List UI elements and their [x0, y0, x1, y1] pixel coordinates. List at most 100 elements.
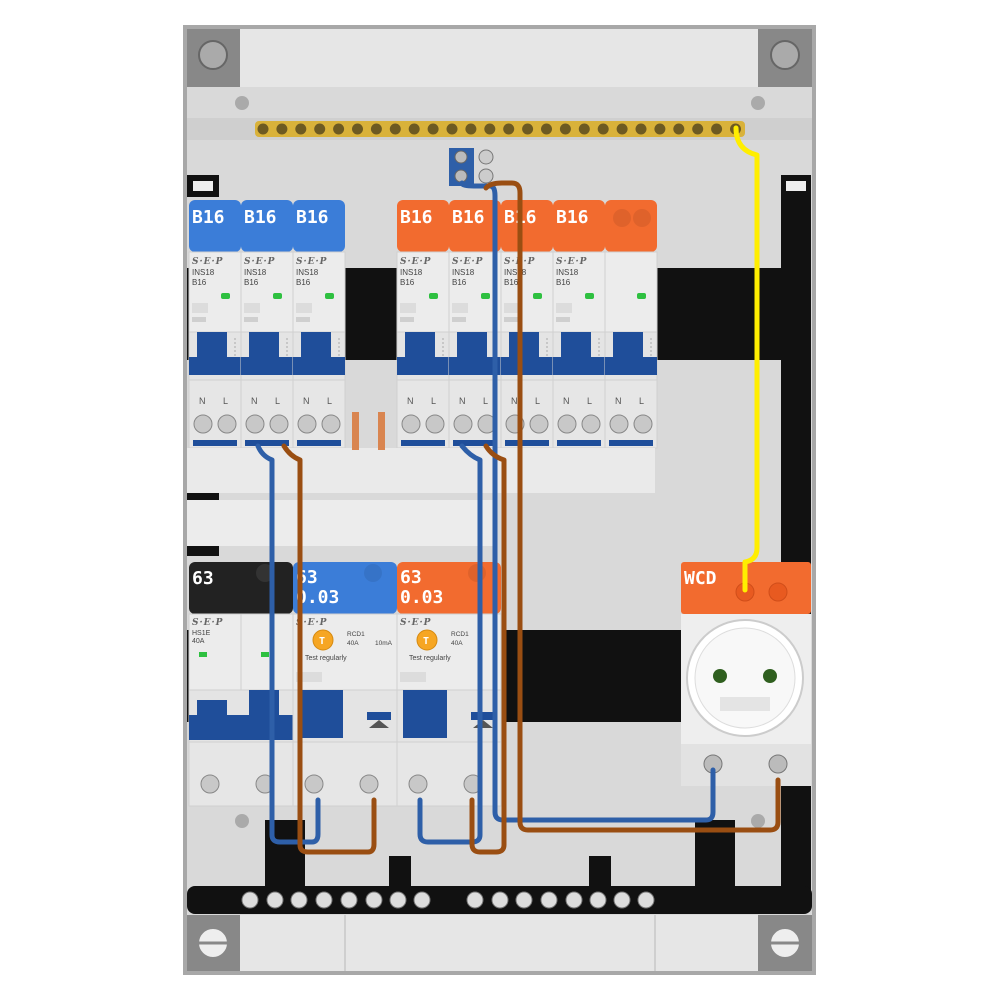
- earth-busbar: [187, 118, 812, 140]
- comb-strip-right: [397, 448, 655, 493]
- earth-wire: [733, 125, 760, 593]
- terminal-block-screw: [266, 891, 284, 909]
- terminal-screw[interactable]: [245, 414, 265, 434]
- corner-mount-tl: [187, 29, 240, 87]
- busbar-screw: [257, 123, 269, 135]
- status-indicator: [325, 293, 334, 299]
- status-indicator: [221, 293, 230, 299]
- terminal-block-screw: [491, 891, 509, 909]
- main-switch-label: 63: [192, 568, 214, 589]
- comb-strip-middle: [187, 500, 497, 546]
- mcb-model: INS18: [556, 268, 579, 277]
- terminal-screw[interactable]: [633, 414, 653, 434]
- toggle-lever[interactable]: [403, 690, 447, 738]
- mcb-label: B16: [244, 207, 277, 228]
- terminal-screw[interactable]: [557, 414, 577, 434]
- terminal-screw[interactable]: [269, 414, 289, 434]
- terminal-block-screw: [241, 891, 259, 909]
- rcd-test-text: Test regularly: [305, 655, 347, 662]
- mcb-rating: B16: [556, 278, 571, 287]
- terminal-block-screw: [365, 891, 383, 909]
- terminal-screw[interactable]: [321, 414, 341, 434]
- terminal-screw[interactable]: [408, 774, 428, 794]
- rcd-label-line1: 63: [400, 567, 422, 588]
- socket-module: WCD: [681, 562, 811, 786]
- toggle-lever[interactable]: [299, 690, 343, 738]
- busbar-screw: [711, 123, 723, 135]
- toggle-lever[interactable]: [197, 700, 227, 740]
- terminal-block-screw: [515, 891, 533, 909]
- mcb-model: INS18: [296, 268, 319, 277]
- terminal-screw[interactable]: [304, 774, 324, 794]
- busbar-screw: [276, 123, 288, 135]
- terminal-screw[interactable]: [425, 414, 445, 434]
- terminal-letter-n: N: [199, 396, 206, 406]
- main-switch-model: HS1E: [192, 630, 211, 637]
- busbar-screw: [465, 123, 477, 135]
- terminal-screw[interactable]: [200, 774, 220, 794]
- main-switch-rating: 40A: [192, 638, 205, 645]
- neutral-wire-2: [417, 443, 483, 845]
- rcd-rating: 40A: [451, 640, 463, 647]
- socket-terminal-right: [768, 754, 788, 774]
- brand-logo: S·E·P: [192, 257, 223, 267]
- test-button[interactable]: [416, 629, 438, 651]
- busbar-screw: [635, 123, 647, 135]
- top-cover: [240, 29, 758, 87]
- terminal-screw[interactable]: [217, 414, 237, 434]
- busbar-screw: [484, 123, 496, 135]
- terminal-block-screw: [315, 891, 333, 909]
- terminal-block-screw: [613, 891, 631, 909]
- brand-logo: S·E·P: [244, 257, 275, 267]
- terminal-screw[interactable]: [297, 414, 317, 434]
- mcb-model: INS18: [400, 268, 423, 277]
- terminal-screw[interactable]: [401, 414, 421, 434]
- busbar-screw: [427, 123, 439, 135]
- terminal-block-screw: [540, 891, 558, 909]
- mcb-label: B16: [452, 207, 485, 228]
- test-button[interactable]: [312, 629, 334, 651]
- terminal-screw[interactable]: [359, 774, 379, 794]
- busbar-screw: [408, 123, 420, 135]
- wiring: [255, 125, 781, 855]
- terminal-letter-n: N: [563, 396, 570, 406]
- terminal-block-screw: [389, 891, 407, 909]
- terminal-screw[interactable]: [529, 414, 549, 434]
- terminal-letter-l: L: [639, 396, 644, 406]
- busbar-screw: [616, 123, 628, 135]
- neutral-wire-1: [255, 443, 321, 845]
- status-indicator: [429, 293, 438, 299]
- terminal-screw[interactable]: [453, 414, 473, 434]
- terminal-letter-l: L: [327, 396, 332, 406]
- terminal-block-screw: [290, 891, 308, 909]
- mcb-model: INS18: [244, 268, 267, 277]
- vertical-rail: [781, 175, 811, 905]
- terminal-screw[interactable]: [609, 414, 629, 434]
- terminal-screw[interactable]: [581, 414, 601, 434]
- terminal-letter-n: N: [407, 396, 414, 406]
- terminal-screw[interactable]: [193, 414, 213, 434]
- neutral-terminal: [449, 148, 494, 186]
- mcb-label: B16: [296, 207, 329, 228]
- mcb-label: B16: [556, 207, 589, 228]
- svg-text:T: T: [319, 636, 325, 647]
- terminal-letter-l: L: [587, 396, 592, 406]
- status-indicator: [637, 293, 646, 299]
- bottom-cover: [240, 915, 758, 971]
- terminal-block-screw: [565, 891, 583, 909]
- live-wire-1: [281, 443, 377, 855]
- mcb-rating: B16: [244, 278, 259, 287]
- terminal-block-screw: [589, 891, 607, 909]
